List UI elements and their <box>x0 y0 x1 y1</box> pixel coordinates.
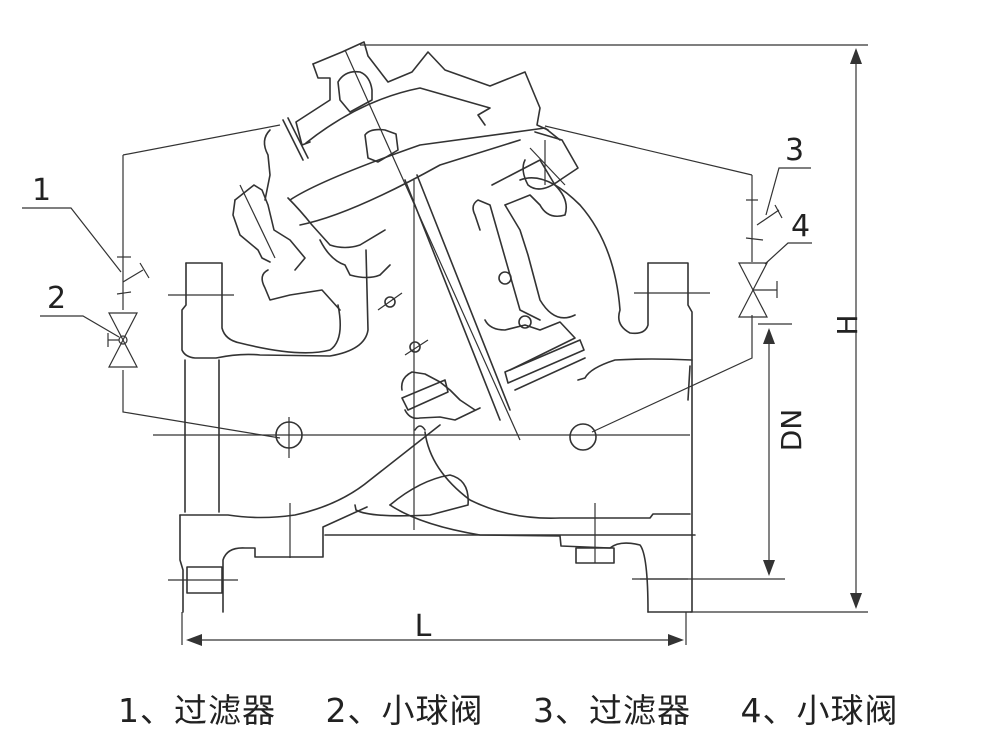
h-label: H <box>831 314 864 335</box>
h-arrow-bottom <box>850 593 862 609</box>
ball-valve-2-upper <box>108 312 138 342</box>
valve-body-lower <box>324 425 696 613</box>
filter-1-icon <box>122 262 150 283</box>
left-bypass-pipe <box>107 155 281 439</box>
right-port-circle <box>569 423 597 451</box>
valve-stem <box>319 49 521 530</box>
svg-text:2: 2 <box>47 281 66 316</box>
svg-text:4: 4 <box>791 209 810 244</box>
valve-bonnet <box>122 41 753 249</box>
left-outlet-flange <box>168 424 441 613</box>
callout-4: 4 <box>764 209 812 265</box>
l-arrow-left <box>186 634 202 646</box>
ball-valve-4-lower <box>738 288 768 318</box>
pilot-valve <box>232 184 341 311</box>
ball-valve-4-upper <box>738 262 768 292</box>
legend-item-4: 4、小球阀 <box>740 691 899 730</box>
dn-arrow-top <box>763 328 775 344</box>
right-flange <box>519 176 710 613</box>
svg-text:3: 3 <box>785 133 804 168</box>
legend-item-1: 1、过滤器 <box>118 691 276 730</box>
right-bypass-pipe <box>591 175 783 433</box>
legend-item-2: 2、小球阀 <box>325 691 484 730</box>
callout-1: 1 <box>22 173 122 273</box>
filter-1-flange-bottom <box>116 291 132 295</box>
ball-valve-2-lower <box>108 338 138 368</box>
h-arrow-top <box>850 48 862 64</box>
legend-item-3: 3、过滤器 <box>533 691 691 730</box>
l-arrow-right <box>668 634 684 646</box>
left-inlet-flange <box>168 249 369 513</box>
l-label: L <box>415 609 432 644</box>
main-valve-piston <box>472 131 586 391</box>
dn-label: DN <box>775 409 808 452</box>
parts-legend: 1、过滤器 2、小球阀 3、过滤器 4、小球阀 <box>118 684 938 732</box>
callout-3: 3 <box>765 133 811 216</box>
callout-2: 2 <box>40 281 120 338</box>
svg-text:1: 1 <box>32 173 51 208</box>
dn-arrow-bottom <box>763 560 775 576</box>
